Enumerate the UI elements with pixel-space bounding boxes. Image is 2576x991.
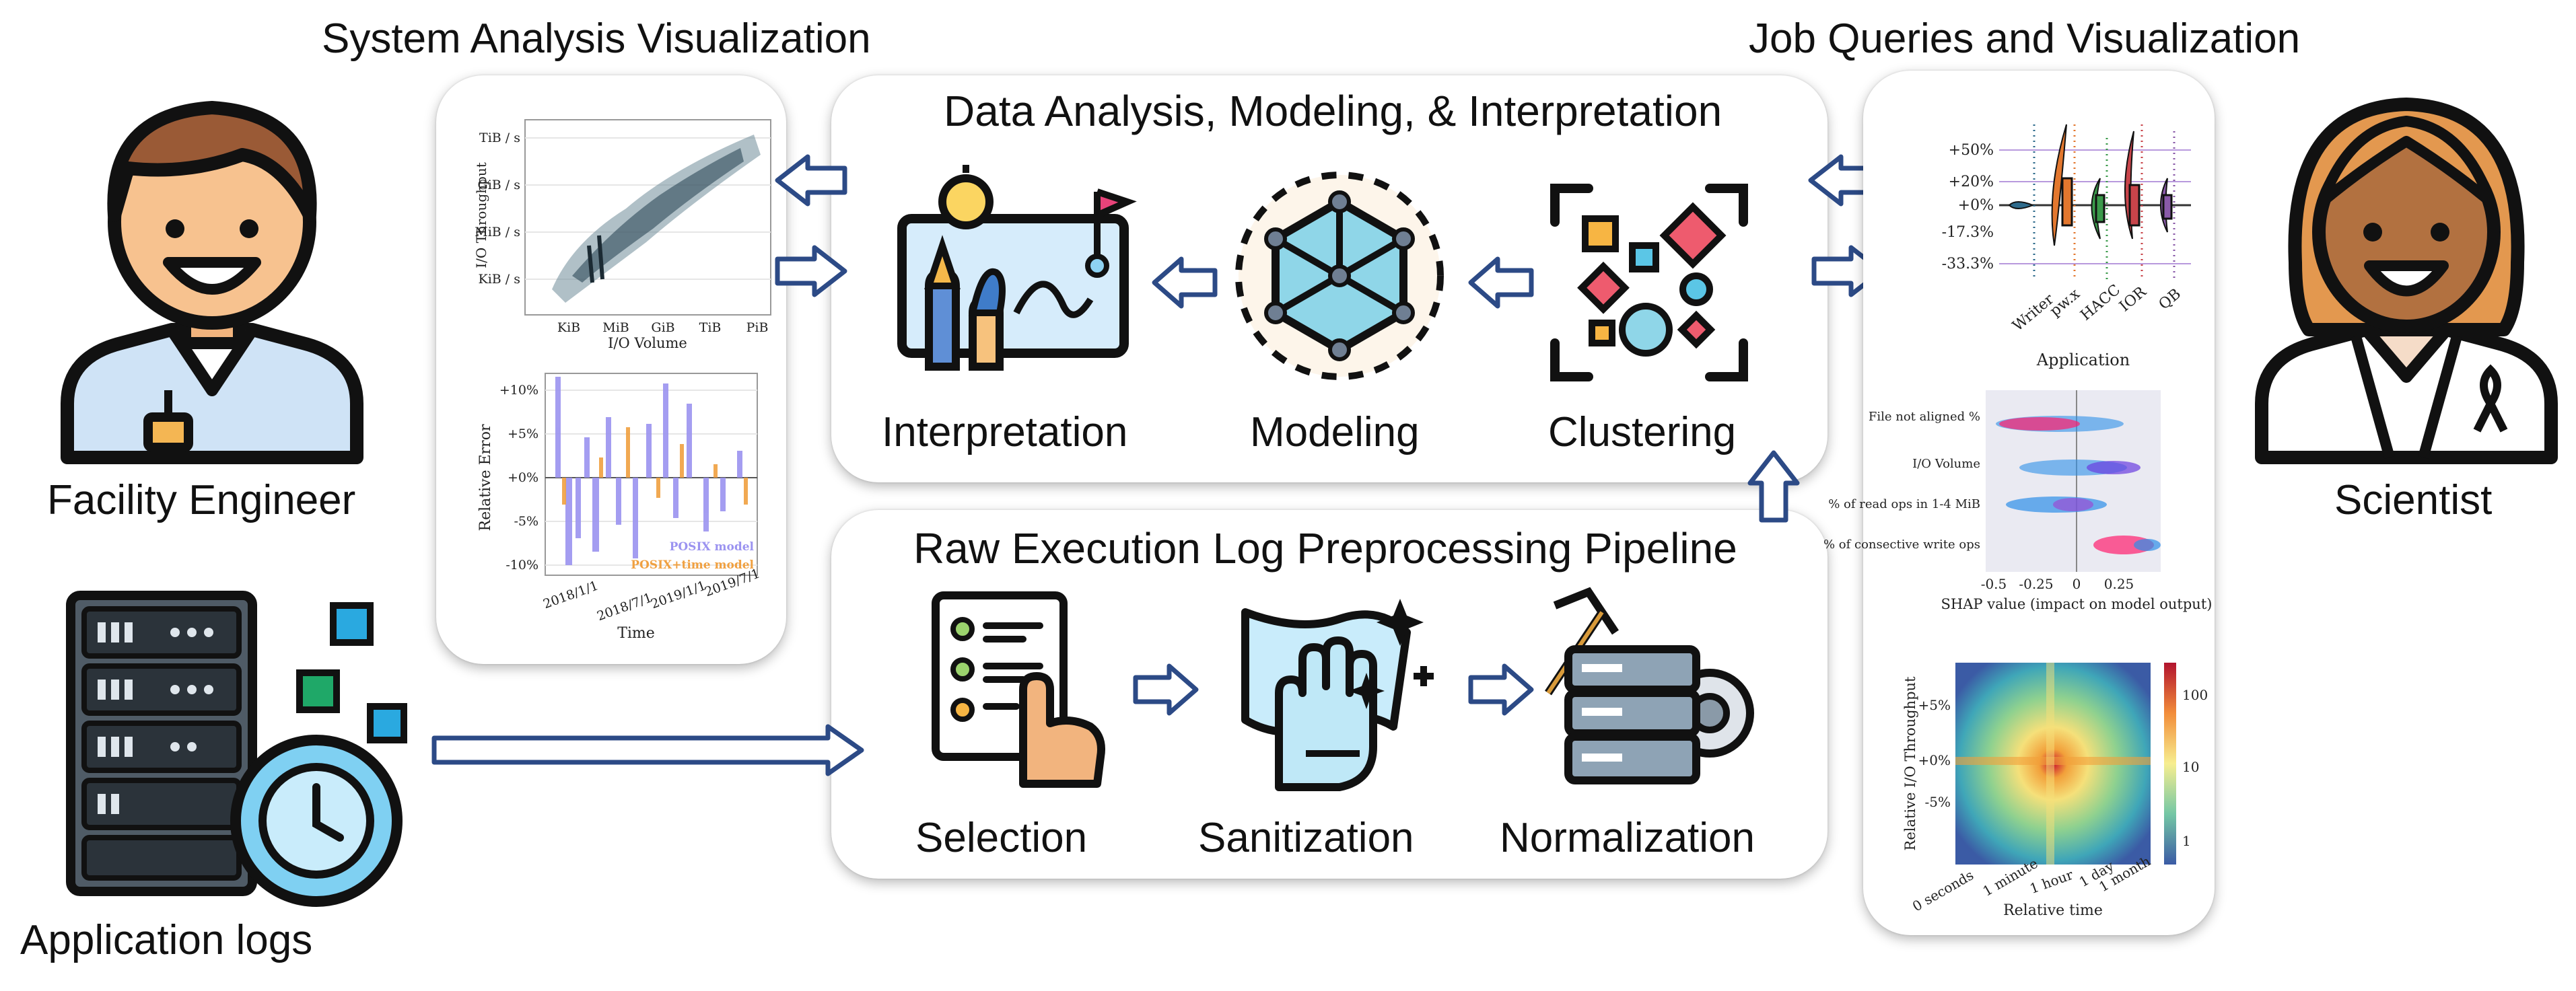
sanitization-icon: [1241, 599, 1434, 791]
arrow-clustering-to-modeling: [1468, 256, 1534, 309]
io-scatter-plot: TiB / s GiB / s MiB / s KiB / s KiB MiB …: [473, 119, 771, 351]
shap-feature: File not aligned %: [1869, 410, 1980, 424]
throughput-heatmap: +5% +0% -5% 100 10 1 Relative I/O Throug…: [1902, 663, 2208, 919]
shap-feature: % of read ops in 1-4 MiB: [1828, 497, 1980, 511]
violin-ytick: -33.3%: [1942, 256, 1994, 272]
heatmap-ytick: -5%: [1925, 794, 1951, 810]
facility-engineer-label: Facility Engineer: [47, 477, 356, 523]
application-logs-label: Application logs: [20, 917, 313, 963]
modeling-label: Modeling: [1250, 409, 1420, 455]
violin-plot: +50% +20% +0% -17.3% -33.3% Writer pw.x …: [1942, 121, 2191, 369]
violin-ytick: +20%: [1949, 174, 1994, 190]
raw-log-title: Raw Execution Log Preprocessing Pipeline: [913, 524, 1737, 573]
shap-plot: File not aligned % I/O Volume % of read …: [1823, 390, 2212, 612]
arrow-modeling-to-interpretation: [1152, 256, 1218, 309]
error-xtick: 2019/1/1: [649, 578, 708, 612]
selection-icon: [932, 591, 1105, 788]
scientist-icon: [2255, 98, 2558, 464]
arrow-analysis-to-system: [775, 154, 847, 207]
shap-xlabel: SHAP value (impact on model output): [1941, 596, 2213, 612]
violin-ytick: -17.3%: [1942, 224, 1994, 241]
scatter-ytick: GiB / s: [478, 178, 520, 192]
violin-xtick: IOR: [2116, 283, 2150, 316]
heatmap-cbar-tick: 100: [2182, 687, 2208, 703]
system-analysis-title: System Analysis Visualization: [322, 15, 871, 62]
shap-xtick: -0.25: [2019, 576, 2053, 592]
heatmap-xlabel: Relative time: [2003, 902, 2103, 919]
error-legend-posix: POSIX model: [670, 540, 755, 554]
heatmap-xtick: 0 seconds: [1910, 867, 1976, 914]
shap-feature: % of consective write ops: [1823, 538, 1980, 552]
data-analysis-title: Data Analysis, Modeling, & Interpretatio…: [944, 87, 1722, 135]
sanitization-label: Sanitization: [1198, 815, 1414, 861]
normalization-label: Normalization: [1500, 815, 1755, 861]
violin-xtick: Writer: [2009, 291, 2057, 334]
scatter-ylabel: I/O Throughput: [473, 162, 489, 268]
error-xtick: 2018/7/1: [595, 590, 654, 624]
clustering-label: Clustering: [1548, 409, 1737, 455]
error-ytick: +0%: [508, 470, 538, 485]
selection-label: Selection: [915, 815, 1088, 861]
heatmap-cbar-tick: 1: [2182, 833, 2191, 849]
shap-xtick: 0.25: [2104, 576, 2134, 592]
scatter-xtick: GiB: [651, 320, 674, 335]
heatmap-ytick: +5%: [1918, 697, 1951, 713]
scatter-xtick: MiB: [602, 320, 629, 335]
error-ytick: +5%: [508, 427, 538, 441]
interpretation-label: Interpretation: [882, 409, 1128, 455]
shap-xtick: 0: [2073, 576, 2081, 592]
interpretation-icon: [897, 165, 1137, 371]
relative-error-plot: +10% +5% +0% -5% -10% POSIX model POSIX+…: [477, 373, 762, 642]
violin-xtick: pw.x: [2047, 285, 2084, 320]
clustering-icon: [1550, 184, 1748, 381]
heatmap-cbar-tick: 10: [2182, 759, 2199, 775]
arrow-logs-to-raw: [431, 724, 864, 776]
shap-xtick: -0.5: [1981, 576, 2007, 592]
normalization-icon: [1545, 587, 1754, 784]
scatter-ytick: TiB / s: [479, 131, 520, 145]
violin-ytick: +50%: [1949, 142, 1994, 159]
server-logs-icon: [66, 591, 407, 907]
scientist-label: Scientist: [2334, 477, 2493, 523]
facility-engineer-icon: [61, 101, 363, 464]
error-ytick: -10%: [506, 558, 538, 573]
error-ytick: -5%: [514, 514, 538, 529]
scatter-xtick: PiB: [746, 320, 769, 335]
scatter-xlabel: I/O Volume: [608, 335, 687, 351]
modeling-icon: [1235, 172, 1444, 380]
arrow-system-to-analysis: [775, 245, 847, 297]
shap-feature: I/O Volume: [1912, 457, 1980, 471]
violin-xlabel: Application: [2036, 351, 2130, 369]
violin-xtick: QB: [2156, 285, 2184, 313]
error-ytick: +10%: [499, 383, 538, 398]
scatter-xtick: TiB: [699, 320, 722, 335]
heatmap-ylabel: Relative I/O Throughput: [1902, 676, 1918, 851]
error-xtick: 2018/1/1: [541, 578, 600, 612]
job-queries-title: Job Queries and Visualization: [1749, 15, 2301, 62]
arrow-selection-to-sanitization: [1133, 663, 1199, 716]
error-xlabel: Time: [617, 625, 655, 642]
scatter-xtick: KiB: [557, 320, 580, 335]
heatmap-ytick: +0%: [1918, 752, 1951, 768]
scatter-ytick: KiB / s: [479, 272, 520, 287]
violin-ytick: +0%: [1958, 197, 1994, 214]
scatter-ytick: MiB / s: [475, 225, 520, 240]
arrow-raw-to-analysis: [1747, 450, 1800, 523]
error-ylabel: Relative Error: [477, 424, 494, 531]
arrow-sanitization-to-normalization: [1468, 663, 1534, 716]
error-legend-posix-time: POSIX+time model: [631, 558, 754, 572]
